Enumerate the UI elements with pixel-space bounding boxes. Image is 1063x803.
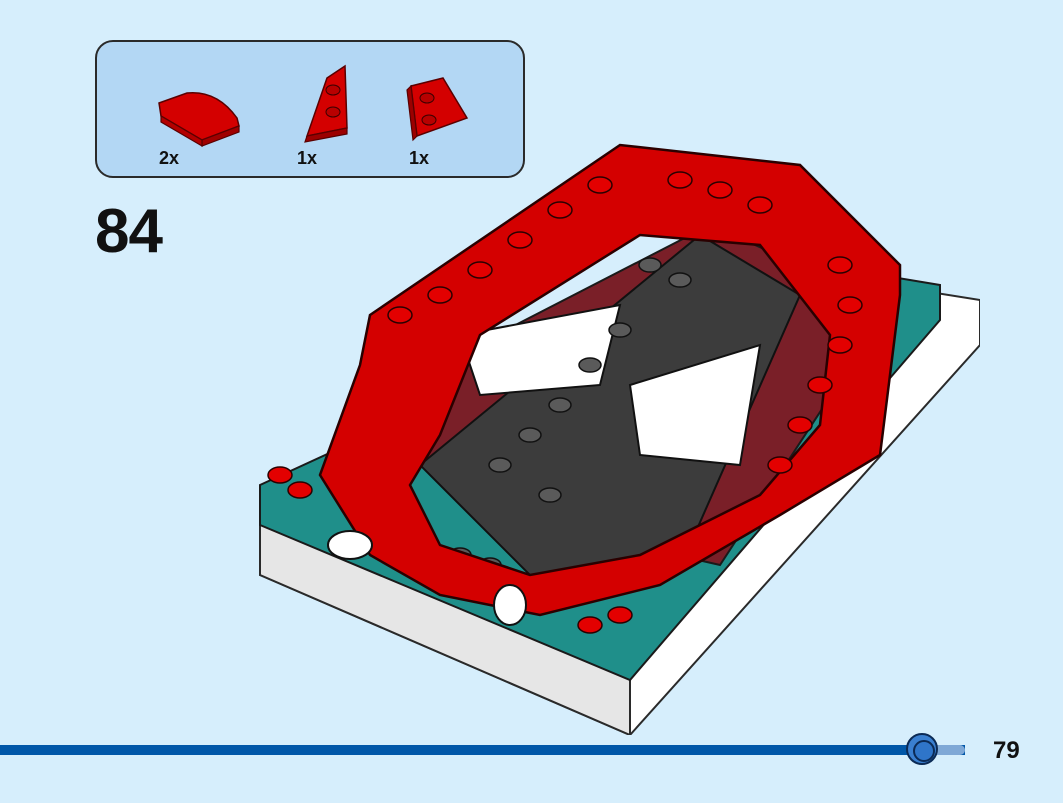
part-wedge-right: 1x	[397, 48, 507, 174]
white-clip-left	[327, 530, 373, 560]
progress-indicator-icon	[906, 733, 938, 765]
part-curved-slope: 2x	[147, 48, 257, 174]
wedge-plate-right-icon	[406, 77, 469, 142]
part-quantity: 2x	[159, 148, 180, 168]
curved-slope-brick-icon	[158, 91, 240, 148]
white-panel-right	[628, 343, 762, 467]
part-wedge-left: 1x	[287, 48, 397, 174]
white-panel-left	[458, 303, 622, 397]
part-quantity: 1x	[409, 148, 430, 168]
model-illustration	[259, 143, 980, 735]
parts-callout: 2x 1x 1x	[95, 40, 525, 178]
step-number: 84	[95, 197, 163, 266]
red-studs	[267, 171, 863, 634]
wedge-plate-left-icon	[304, 64, 348, 143]
progress-bar-end	[930, 745, 965, 755]
page-number: 79	[993, 737, 1020, 764]
white-clip-right	[493, 584, 527, 626]
progress-bar	[0, 745, 965, 755]
part-quantity: 1x	[297, 148, 318, 168]
